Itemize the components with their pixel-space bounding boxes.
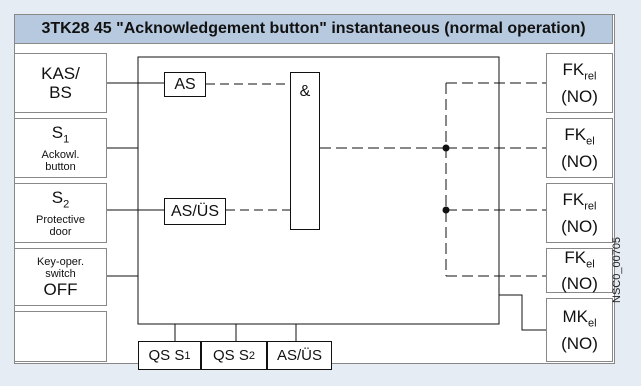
junction-2 (442, 206, 450, 214)
output-fk-rel-1-contact: (NO) (561, 86, 598, 106)
qs-asus-text: AS/ÜS (276, 347, 322, 364)
input-s1-desc1: Ackowl. (41, 149, 80, 162)
output-fk-el-1: FKel (NO) (546, 118, 613, 178)
output-fk-el-1-contact: (NO) (561, 151, 598, 171)
qs-s2-text: QS S (213, 347, 249, 364)
output-fk-el-1-label: FKel (564, 125, 595, 148)
wire-mk (499, 294, 546, 331)
junction-1 (442, 144, 450, 152)
input-s2-desc2: door (49, 226, 72, 239)
input-kas-line1: KAS/ (41, 64, 80, 83)
input-s1-label: S1 (51, 122, 70, 146)
input-key-desc1: Key-oper. (36, 255, 85, 268)
input-s2: S2 Protective door (14, 183, 107, 243)
output-fk-rel-2-contact: (NO) (561, 216, 598, 236)
input-key-switch: Key-oper. switch OFF (14, 248, 107, 306)
input-s2-desc1: Protective (36, 214, 85, 227)
and-gate-label: & (299, 83, 311, 100)
output-fk-el-2-contact: (NO) (561, 274, 598, 294)
as-block: AS (164, 72, 206, 97)
output-fk-el-2: FKel (NO) (546, 248, 613, 293)
input-kas-line2: BS (49, 83, 72, 102)
output-fk-el-2-label: FKel (564, 247, 595, 271)
output-mk-el-label: MKel (562, 307, 597, 330)
output-fk-rel-2: FKrel (NO) (546, 183, 613, 243)
input-kas-bs: KAS/ BS (14, 53, 107, 113)
qs-s1-text: QS S (148, 347, 185, 364)
figure-code: NSC0_00705 (611, 236, 623, 303)
output-fk-rel-1-label: FKrel (562, 60, 597, 83)
diagram-title: 3TK28 45 "Acknowledgement button" instan… (14, 14, 613, 44)
input-empty (14, 311, 107, 362)
qs-asus-box: AS/ÜS (267, 341, 332, 370)
input-key-off: OFF (43, 279, 78, 299)
and-gate: & (290, 72, 320, 230)
device-outline (137, 56, 500, 325)
output-fk-rel-1: FKrel (NO) (546, 53, 613, 113)
input-s2-label: S2 (51, 187, 70, 211)
input-key-desc2: switch (45, 267, 76, 280)
input-s1: S1 Ackowl. button (14, 118, 107, 178)
output-mk-el: MKel (NO) (546, 298, 613, 362)
output-mk-el-contact: (NO) (561, 333, 598, 353)
input-s1-desc2: button (45, 161, 76, 174)
asus-block: AS/ÜS (164, 198, 226, 225)
output-fk-rel-2-label: FKrel (562, 190, 597, 213)
